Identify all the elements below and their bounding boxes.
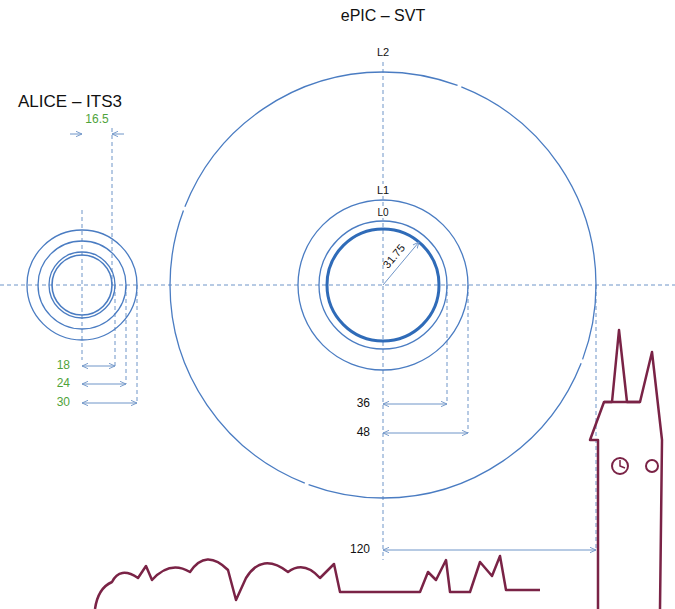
svt-layers bbox=[170, 72, 596, 498]
layer-name: L0 bbox=[375, 207, 390, 218]
its3-layers bbox=[27, 230, 137, 340]
dimension-arrows bbox=[70, 134, 596, 550]
dimension-value: 31.75 bbox=[379, 240, 409, 272]
dimension-value: 48 bbox=[355, 426, 372, 439]
dimension-value: 120 bbox=[348, 543, 372, 556]
dimension-value: 24 bbox=[55, 377, 72, 390]
dimension-value: 16.5 bbox=[83, 113, 110, 126]
dimension-value: 36 bbox=[355, 397, 372, 410]
dimension-value: 30 bbox=[55, 396, 72, 409]
diagram-heading: ePIC – SVT bbox=[339, 7, 427, 25]
center-lines bbox=[0, 62, 675, 560]
layer-name: L2 bbox=[375, 46, 391, 58]
skyline bbox=[95, 330, 662, 609]
diagram-heading: ALICE – ITS3 bbox=[16, 93, 124, 112]
dimension-value: 18 bbox=[55, 359, 72, 372]
layer-name: L1 bbox=[375, 184, 391, 196]
